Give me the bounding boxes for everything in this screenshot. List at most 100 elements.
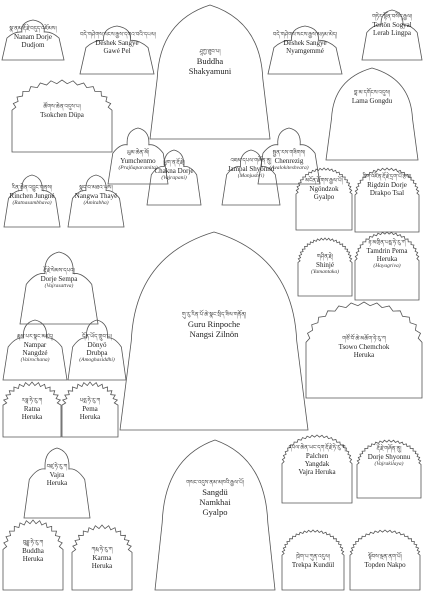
deity-name: Heruka — [91, 561, 113, 570]
figure-label-shinje: གཤིན་རྗེ།Shinjé(Yamantaka) — [298, 254, 352, 275]
deity-name: Dönyö — [87, 340, 107, 349]
tibetan-caption: ཡུམ་ཆེན་མོ། — [126, 150, 150, 156]
figure-label-deshek-sangye-gawe-pel: བདེ་གཤེགས་སངས་རྒྱས་དགའ་བའི་དཔལ།Deshek Sa… — [80, 32, 156, 55]
tibetan-caption: སྣ་ནམ་རྡོ་རྗེ་བདུད་འཇོམས། — [9, 26, 57, 32]
tibetan-caption: རིན་ཆེན་འབྱུང་གནས། — [11, 185, 53, 191]
figure-outline-karma-heruka — [71, 524, 133, 591]
tibetan-caption: ཁྲེག་པ་ཀུན་འདུལ། — [296, 554, 330, 560]
figure-label-rigdzin-dorje-drakpo-tsal: རིག་འཛིན་རྡོ་རྗེ་དྲག་པོ་རྩལ།Rigdzin Dorj… — [355, 174, 419, 197]
deity-name: Rigdzin Dorje — [367, 180, 407, 189]
tibetan-caption: རྣམ་པར་སྣང་མཛད། — [16, 334, 54, 340]
figure-label-nangwa-thaye: སྣང་བ་མཐའ་ཡས།Nangwa Thayé(Amitabha) — [68, 185, 124, 206]
tibetan-caption: མངོན་རྫོགས་རྒྱལ་པོ། — [305, 178, 343, 184]
figure-outline-pema-heruka — [61, 381, 119, 438]
deity-name: Deshek Sangye — [283, 38, 327, 47]
figure-label-chakna-dorje: ཕྱག་ན་རྡོ་རྗེ།Chakna Dorje(Vajrapani) — [147, 160, 201, 181]
figure-label-tsokchen-dupa: ཚོགས་ཆེན་འདུས་པ།Tsokchen Düpa — [12, 104, 112, 119]
deity-name: Chenrezig — [274, 156, 304, 165]
sanskrit-name: (Yamantaka) — [311, 268, 339, 275]
deity-name: Dorje Shyonnu — [367, 452, 411, 461]
deity-name: Heruka — [353, 350, 375, 359]
figure-outline-guru-rinpoche — [119, 231, 309, 431]
deity-name: Heruka — [46, 478, 68, 487]
figure-label-chenrezig: སྤྱན་རས་གཟིགས།Chenrezig(Avalokiteshvara) — [258, 150, 320, 171]
deity-name: Dudjom — [21, 40, 45, 49]
figure-outline-sangdu-namkhai-gyalpo — [154, 439, 276, 591]
deity-name: Trekpa Kundül — [291, 560, 335, 569]
deity-name: Tamdrin Pema — [366, 246, 408, 255]
deity-name: Ngöndzok — [309, 184, 339, 193]
tibetan-caption: པདྨ་ཧེ་རུ་ཀ — [79, 398, 101, 404]
figure-label-jampal-shyonnu: འཇམ་དཔལ་གཞོན་ནུ།Jampal Shyönnu(Manjushri… — [222, 158, 280, 179]
deity-name: Karma — [92, 553, 112, 562]
deity-name: Deshek Sangye — [95, 38, 139, 47]
tibetan-caption: སྤྱན་རས་གཟིགས། — [272, 150, 306, 156]
figure-outline-jampal-shyonnu — [221, 149, 281, 206]
figure-outline-ngondzok-gyalpo — [295, 167, 353, 231]
deity-name: Namkhai — [199, 496, 231, 507]
figure-outline-tamdrin-pema-heruka — [354, 231, 420, 301]
figure-outline-lama-gongdu — [325, 67, 419, 161]
tibetan-caption: ཚོགས་ཆེན་འདུས་པ། — [43, 104, 81, 110]
tibetan-caption: གཙོ་བོ་ཆེ་མཆོག་ཧེ་རུ་ཀ — [342, 336, 386, 342]
sanskrit-name: (Amitabha) — [83, 199, 109, 206]
figure-outline-rigdzin-dorje-drakpo-tsal — [354, 167, 420, 233]
deity-name: Drakpo Tsal — [369, 188, 405, 197]
deity-name: Dorje Sempa — [40, 274, 78, 283]
figure-outline-nangwa-thaye — [67, 174, 125, 228]
deity-name: Tsokchen Düpa — [40, 110, 84, 119]
sanskrit-name: (Prajñaparamita) — [118, 164, 158, 171]
deity-name: Rinchen Jungné — [9, 191, 55, 200]
figure-label-lama-gongdu: བླ་མ་དགོངས་འདུས།Lama Gongdu — [326, 90, 418, 105]
figure-outline-tsokchen-dupa — [11, 79, 113, 153]
deity-name: Nangdzé — [22, 348, 48, 357]
figure-label-guru-rinpoche: གུ་རུ་རིན་པོ་ཆེ་སྣང་སྲིད་ཟིལ་གནོན།Guru R… — [120, 312, 308, 339]
tibetan-caption: རྡོ་རྗེ་གཞོན་ནུ། — [376, 446, 402, 452]
deity-name: Heruka — [79, 412, 101, 421]
deity-name: Drubpa — [86, 348, 108, 357]
deity-name: Sangdü — [202, 486, 228, 497]
tibetan-caption: རྡོ་རྗེ་སེམས་དཔའ། — [43, 268, 75, 274]
deity-name: Shakyamuni — [188, 65, 232, 76]
tibetan-caption: རིག་འཛིན་རྡོ་རྗེ་དྲག་པོ་རྩལ། — [362, 174, 412, 180]
sanskrit-name: (Ratnasambhava) — [12, 199, 52, 206]
figure-outline-vajra-heruka — [23, 447, 91, 519]
figure-outline-donyo-drubpa — [67, 319, 127, 381]
tibetan-caption: ཀརྨ་ཧེ་རུ་ཀ — [91, 547, 113, 553]
tibetan-caption: བཛྲ་ཧེ་རུ་ཀ — [46, 464, 68, 470]
deity-name: Heruka — [22, 554, 44, 563]
tibetan-caption: བདེ་གཤེགས་སངས་རྒྱས་དགའ་བའི་དཔལ། — [80, 32, 156, 38]
sanskrit-name: (Avalokiteshvara) — [269, 164, 309, 171]
figure-label-yumchenmo: ཡུམ་ཆེན་མོ།Yumchenmo(Prajñaparamita) — [108, 150, 168, 171]
figure-outline-dorje-sempa — [19, 251, 99, 325]
deity-name: Jampal Shyönnu — [227, 164, 275, 173]
deity-name: Vajra Heruka — [298, 467, 336, 476]
deity-name: Ratna — [23, 404, 41, 413]
figure-label-dorje-sempa: རྡོ་རྗེ་སེམས་དཔའ།Dorje Sempa(Vajrasattva… — [20, 268, 98, 289]
figure-outline-ratna-heruka — [2, 381, 62, 438]
tibetan-caption: བདེ་གཤེགས་སངས་རྒྱས་མཉམ་མེད། — [272, 32, 338, 38]
deity-name: Palchen — [305, 451, 329, 460]
deity-name: Nyamgemmé — [286, 46, 324, 55]
deity-name: Gyalpo — [313, 192, 335, 201]
figure-outline-chakna-dorje — [146, 149, 202, 206]
figure-outline-buddha-shakyamuni — [149, 4, 271, 140]
deity-name: Heruka — [376, 254, 398, 263]
tibetan-caption: དོན་ཡོད་གྲུབ་པ། — [82, 334, 112, 340]
figure-outline-trekpa-kundul — [281, 529, 345, 591]
deity-name: Lerab Lingpa — [373, 28, 411, 37]
sanskrit-name: (Vajrakilaya) — [374, 460, 404, 467]
deity-name: Buddha — [22, 546, 44, 555]
deity-name: Nangwa Thayé — [74, 191, 118, 200]
deity-name: Pema — [82, 404, 98, 413]
figure-outline-nampar-nangdze — [2, 319, 68, 381]
